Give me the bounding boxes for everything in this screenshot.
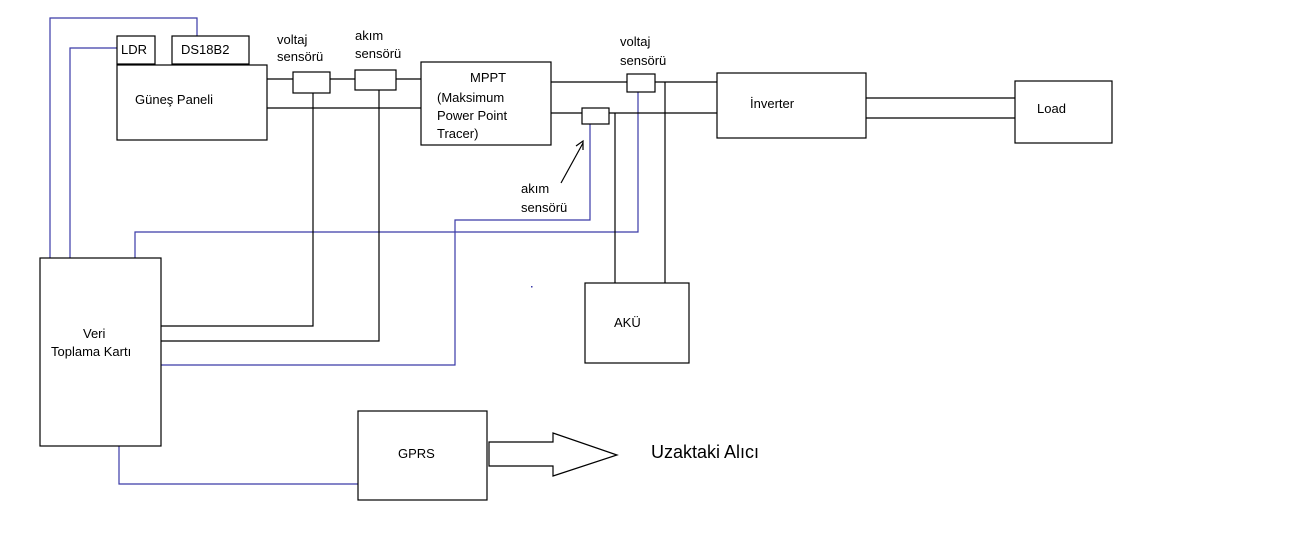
wire-voltage2-to-card xyxy=(134,92,639,258)
wire-ds18b2-to-card xyxy=(49,17,198,258)
transmission-arrow xyxy=(488,432,619,477)
wire-voltage1-to-card xyxy=(161,93,314,327)
current-sensor-1-label-line1: akım xyxy=(355,28,383,43)
current-sensor-1-label-line2: sensörü xyxy=(355,46,401,61)
mppt-label-line4: Tracer) xyxy=(437,126,478,141)
wire-current2-to-card xyxy=(161,124,591,366)
gprs-block: GPRS xyxy=(357,410,488,501)
gprs-label: GPRS xyxy=(398,446,435,461)
voltage-sensor-1: voltaj sensörü xyxy=(277,32,331,94)
ldr-block: LDR xyxy=(116,35,156,65)
current-sensor-2-label-line2: sensörü xyxy=(521,200,567,215)
pointer-line xyxy=(560,142,584,184)
ds18b2-label: DS18B2 xyxy=(181,42,229,57)
solar-panel-label: Güneş Paneli xyxy=(135,92,213,107)
current-sensor-2-label-line1: akım xyxy=(521,181,549,196)
load-label: Load xyxy=(1037,101,1066,116)
signal-wires xyxy=(49,17,639,485)
voltage-sensor-2-label-line1: voltaj xyxy=(620,34,650,49)
ds18b2-block: DS18B2 xyxy=(171,35,250,65)
solar-panel-block: Güneş Paneli xyxy=(116,64,268,141)
voltage-sensor-2-label-line2: sensörü xyxy=(620,53,666,68)
pointer-arrowhead xyxy=(575,139,584,150)
wire-card-to-gprs xyxy=(118,446,358,485)
mppt-label-line3: Power Point xyxy=(437,108,507,123)
mppt-label-line1: MPPT xyxy=(470,70,506,85)
voltage-sensor-1-label-line2: sensörü xyxy=(277,49,323,64)
mppt-block: MPPT (Maksimum Power Point Tracer) xyxy=(420,61,552,146)
inverter-block: İnverter xyxy=(716,72,867,139)
wire-current1-to-card xyxy=(161,90,380,342)
data-card-label-line2: Toplama Kartı xyxy=(51,344,131,359)
load-block: Load xyxy=(1014,80,1113,144)
voltage-sensor-2: voltaj sensörü xyxy=(620,34,666,93)
wire-ldr-to-card xyxy=(69,47,117,258)
data-card-label-line1: Veri xyxy=(83,326,106,341)
ldr-label: LDR xyxy=(121,42,147,57)
mppt-label-line2: (Maksimum xyxy=(437,90,504,105)
inverter-label: İnverter xyxy=(750,96,795,111)
remote-receiver-label: Uzaktaki Alıcı xyxy=(651,442,759,462)
battery-label: AKÜ xyxy=(614,315,641,330)
current-sensor-1: akım sensörü xyxy=(354,28,401,91)
stray-dot xyxy=(531,286,533,288)
battery-block: AKÜ xyxy=(584,282,690,364)
data-card-block: Veri Toplama Kartı xyxy=(39,257,162,447)
current-sensor-2: akım sensörü xyxy=(521,107,610,215)
voltage-sensor-1-label-line1: voltaj xyxy=(277,32,307,47)
